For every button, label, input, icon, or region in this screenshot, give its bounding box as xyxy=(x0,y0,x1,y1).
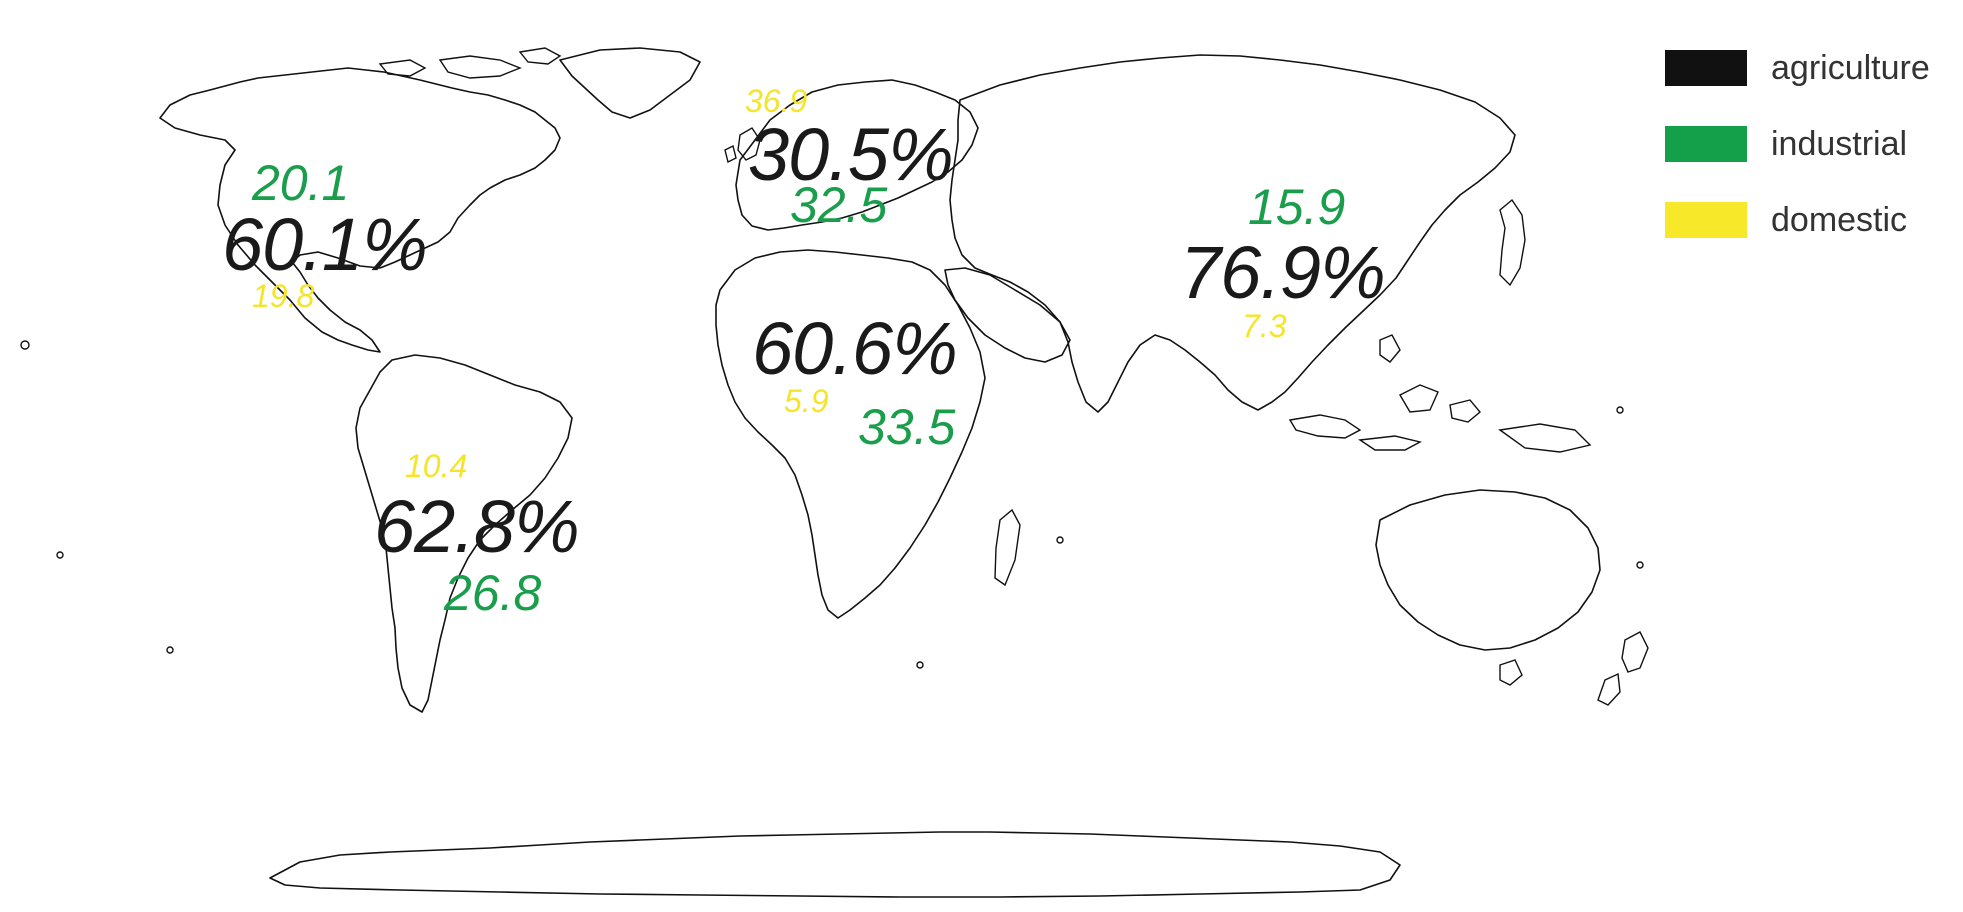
north-america-agriculture: 60.1% xyxy=(222,203,428,286)
south-america-outline xyxy=(355,354,573,713)
legend-label-industrial: industrial xyxy=(1771,124,1908,163)
europe-domestic: 36.9 xyxy=(745,83,808,119)
asia-industrial: 15.9 xyxy=(1248,179,1346,235)
north-america-domestic: 19.8 xyxy=(252,278,315,314)
legend-item-domestic: domestic xyxy=(1665,182,1930,258)
legend-swatch-agriculture xyxy=(1665,50,1747,86)
south-america-domestic: 10.4 xyxy=(405,448,468,484)
legend-item-industrial: industrial xyxy=(1665,106,1930,182)
europe-industrial: 32.5 xyxy=(790,177,888,233)
legend-label-agriculture: agriculture xyxy=(1771,48,1930,87)
north-america-outline xyxy=(159,67,561,353)
europe-outline xyxy=(735,79,979,231)
legend-label-domestic: domestic xyxy=(1771,200,1908,239)
greenland-outline xyxy=(559,47,701,119)
legend-item-agriculture: agriculture xyxy=(1665,30,1930,106)
legend: agriculture industrial domestic xyxy=(1665,30,1930,258)
south-america-industrial: 26.8 xyxy=(444,565,542,621)
australia-outline xyxy=(1375,489,1601,651)
south-america-agriculture: 62.8% xyxy=(374,485,580,568)
legend-swatch-domestic xyxy=(1665,202,1747,238)
asia-domestic: 7.3 xyxy=(1242,308,1287,344)
europe-agriculture: 30.5% xyxy=(748,113,954,196)
africa-industrial: 33.5 xyxy=(858,399,956,455)
arabia-outline xyxy=(944,267,1071,363)
asia-outline xyxy=(949,54,1516,413)
antarctica-outline xyxy=(269,831,1401,898)
asia-agriculture: 76.9% xyxy=(1180,231,1386,314)
africa-domestic: 5.9 xyxy=(784,383,829,419)
north-america-industrial: 20.1 xyxy=(252,155,350,211)
africa-outline xyxy=(715,249,986,619)
legend-swatch-industrial xyxy=(1665,126,1747,162)
africa-agriculture: 60.6% xyxy=(752,307,958,390)
